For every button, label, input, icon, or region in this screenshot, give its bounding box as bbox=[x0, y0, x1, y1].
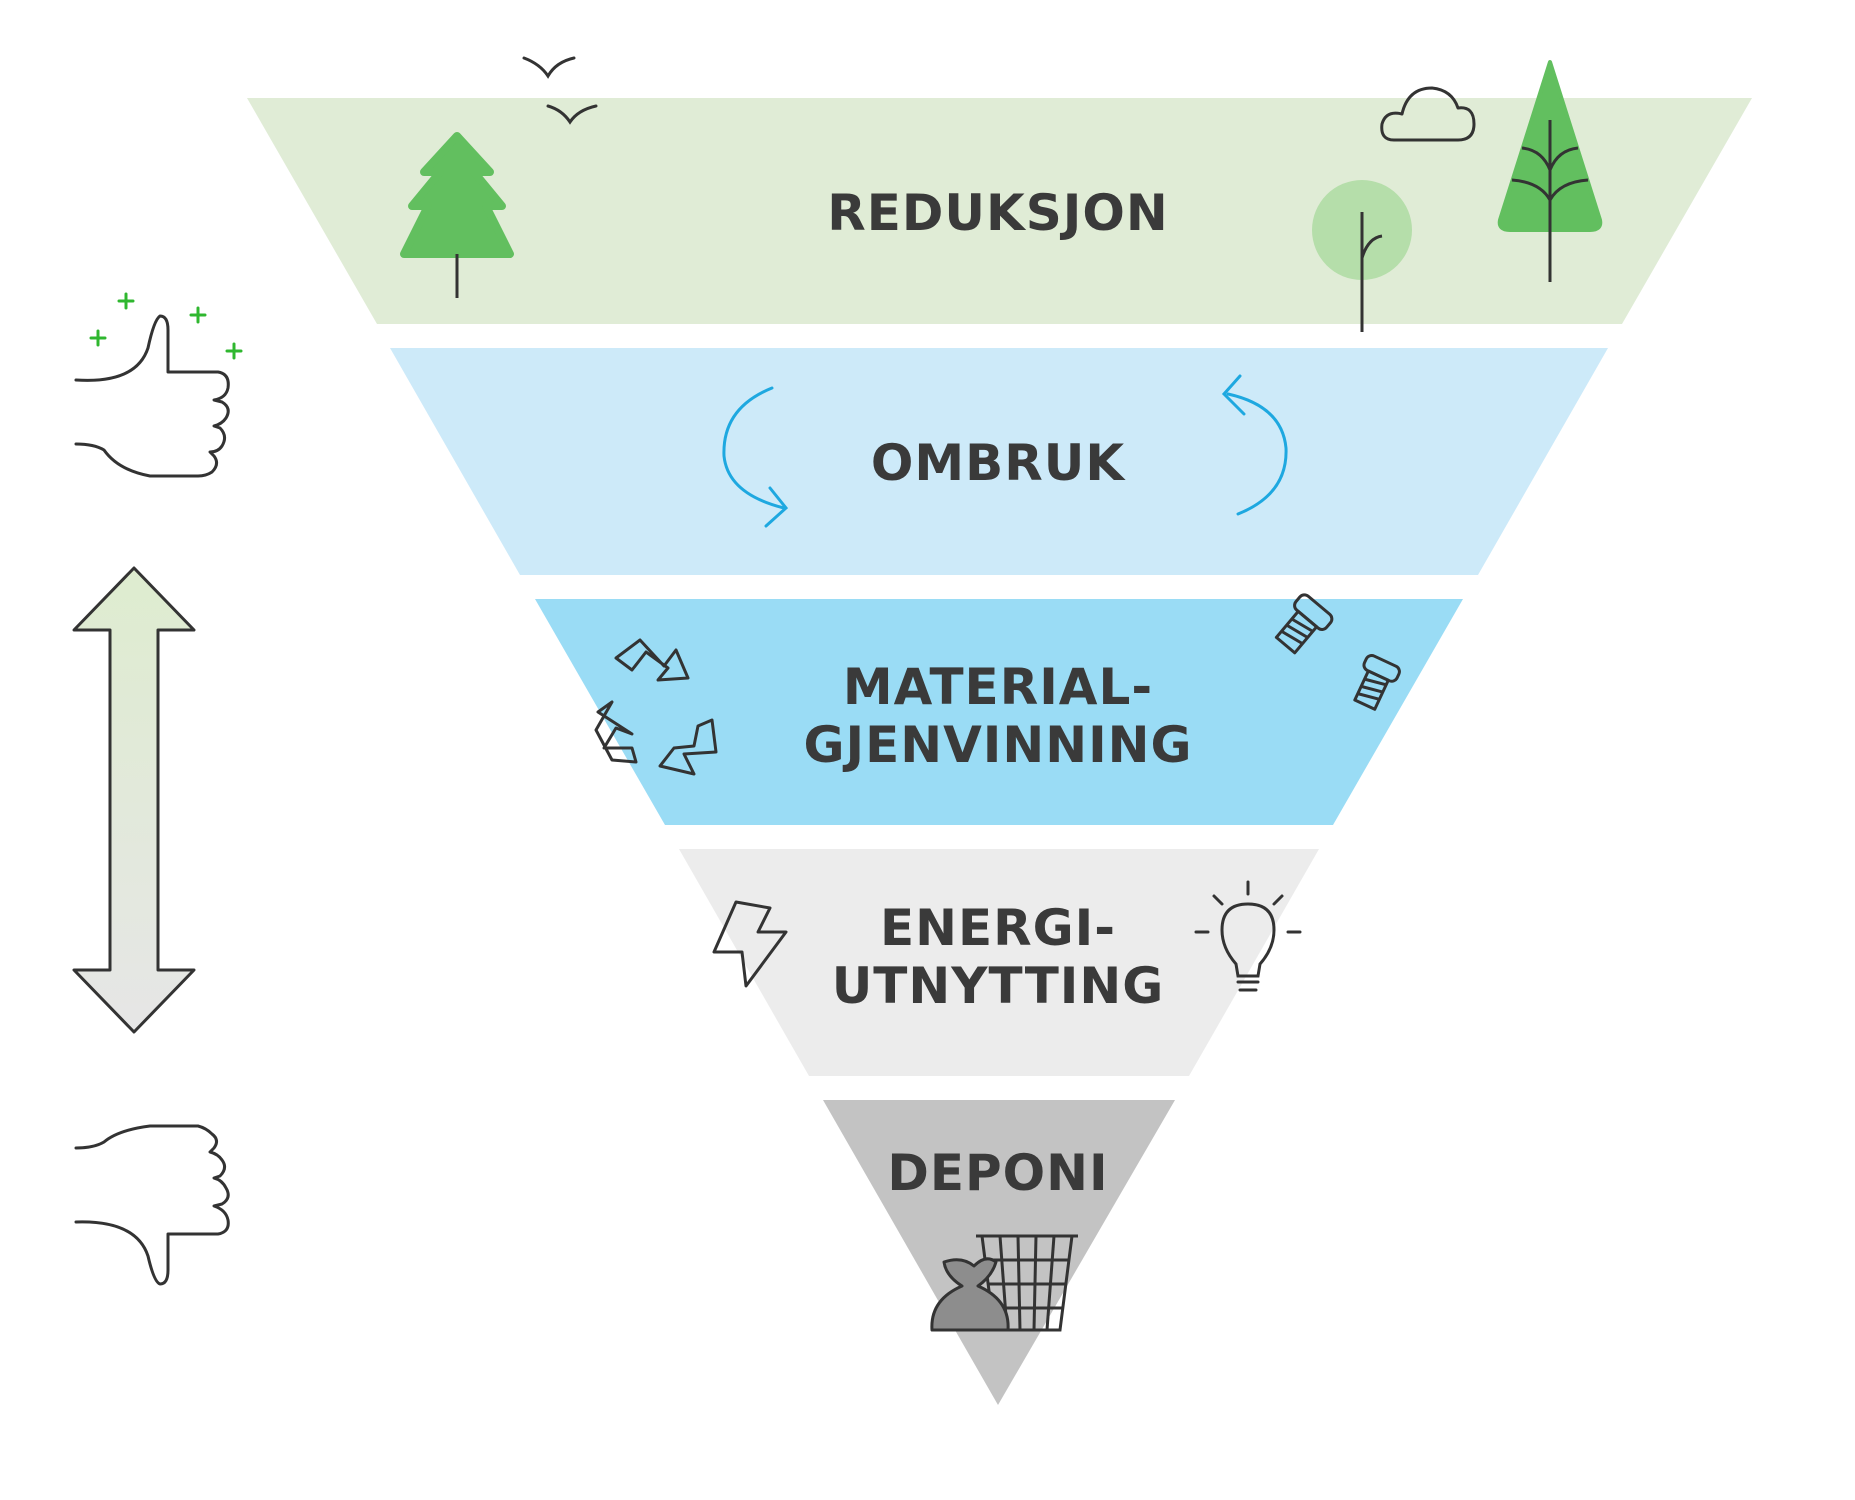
thumbs-up-icon bbox=[74, 292, 243, 478]
band-ombruk bbox=[390, 348, 1608, 575]
circular-arrow-icon bbox=[722, 374, 1288, 528]
band-materialgjenvinning bbox=[535, 599, 1463, 825]
recycle-icon bbox=[594, 638, 718, 776]
level-label-ombruk: OMBRUK bbox=[871, 434, 1126, 492]
lightbulb-icon bbox=[1194, 880, 1302, 992]
band-energiutnytting bbox=[679, 849, 1319, 1076]
tall-tree-icon bbox=[1497, 60, 1603, 282]
level-label-materialgjenvinning-line1: MATERIAL- bbox=[843, 658, 1153, 716]
level-label-energiutnytting-line1: ENERGI- bbox=[880, 899, 1116, 957]
level-label-energiutnytting-line2: UTNYTTING bbox=[832, 957, 1165, 1015]
birds-icon bbox=[522, 56, 598, 125]
round-tree-icon bbox=[1312, 180, 1412, 332]
screw-icon bbox=[1274, 593, 1401, 711]
pine-tree-icon bbox=[400, 132, 514, 298]
level-label-reduksjon: REDUKSJON bbox=[827, 184, 1168, 242]
level-label-deponi: DEPONI bbox=[887, 1144, 1108, 1202]
thumbs-down-icon bbox=[74, 1124, 230, 1286]
cloud-icon bbox=[1380, 86, 1476, 142]
trash-bag-icon bbox=[930, 1257, 1010, 1332]
level-label-materialgjenvinning-line2: GJENVINNING bbox=[803, 716, 1192, 774]
double-arrow-icon bbox=[72, 566, 196, 1034]
band-deponi bbox=[823, 1100, 1175, 1405]
lightning-icon bbox=[712, 900, 788, 988]
